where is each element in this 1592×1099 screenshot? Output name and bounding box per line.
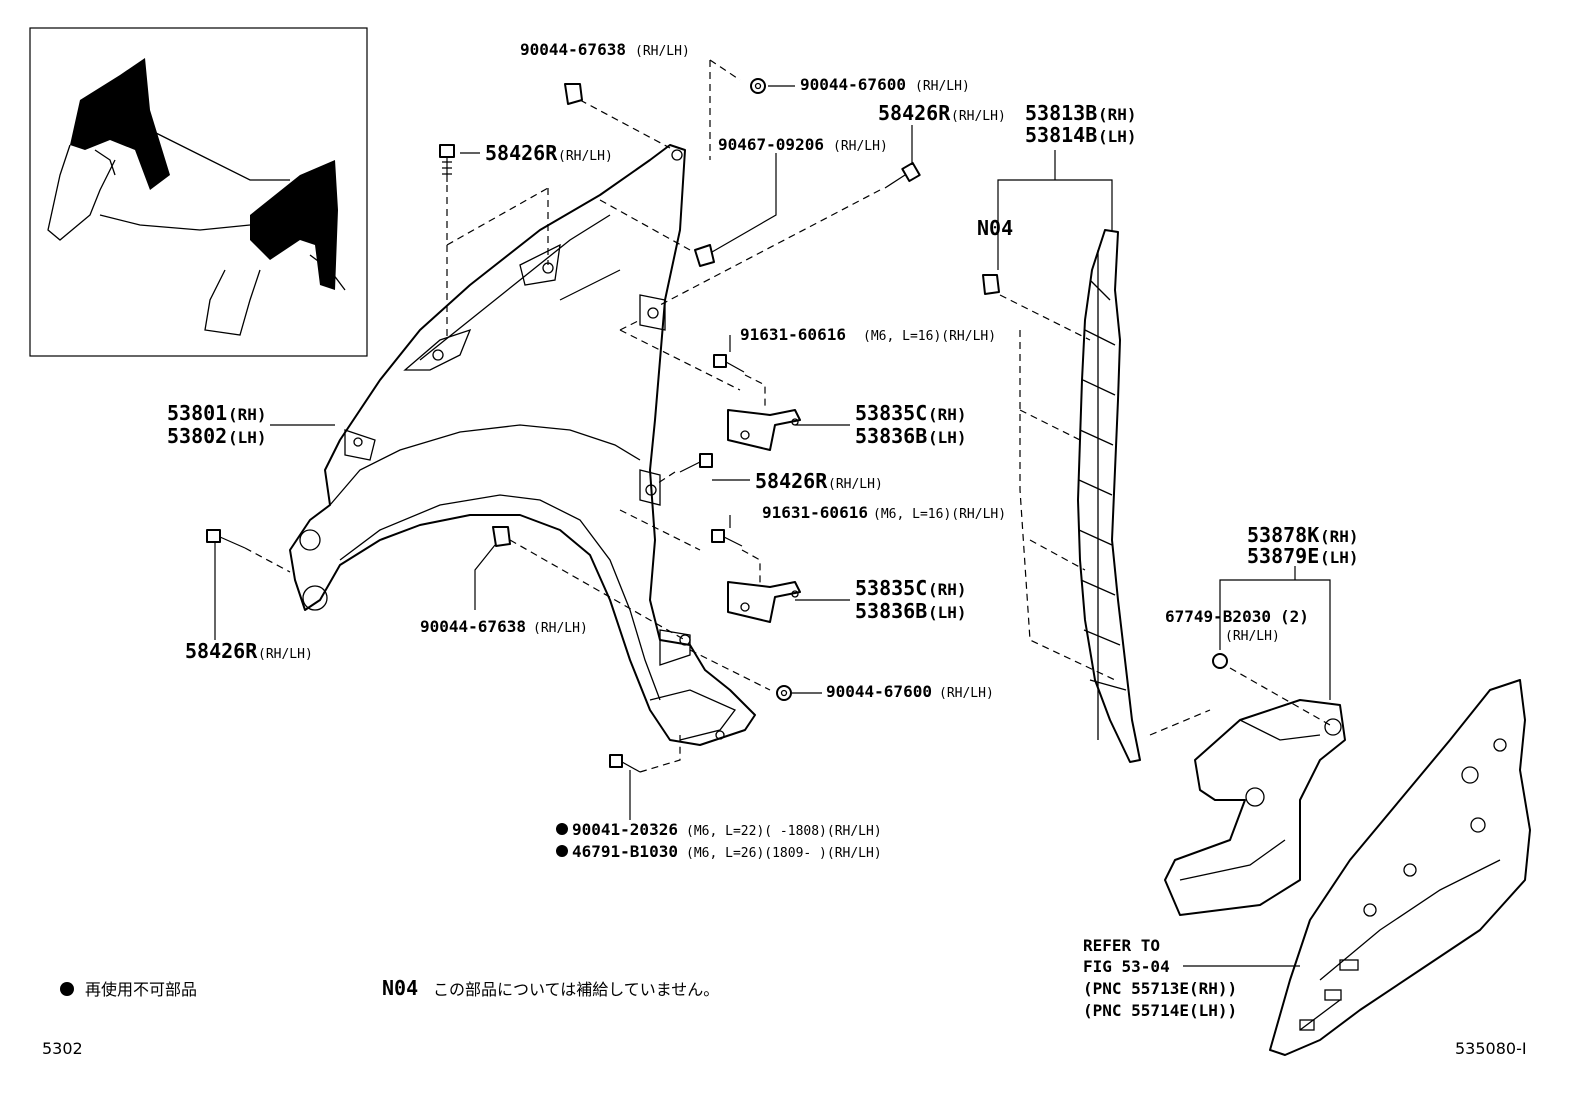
fender-seal-part — [1077, 229, 1141, 763]
label-bolt-bracket-1-note: (M6, L=16)(RH/LH) — [863, 329, 996, 344]
clip-liner-icon — [1212, 653, 1228, 669]
label-bolt-center-note: (RH/LH) — [828, 477, 883, 492]
label-seal-rh-note: (RH) — [1098, 105, 1137, 124]
bolt-bracket-2-icon — [711, 529, 743, 547]
label-bolt-bracket-1-pn: 91631-60616 — [740, 325, 846, 344]
label-clip-liner-pn: 67749-B2030 — [1165, 607, 1271, 626]
label-bolt-bottom-1-pn: 90041-20326 — [572, 820, 678, 839]
assembly-lines — [244, 59, 1331, 773]
label-seal-rh-pn: 53813B — [1025, 101, 1097, 125]
locator-inset — [29, 27, 368, 357]
label-clip-mid-note: (RH/LH) — [833, 139, 888, 154]
clip-top-icon — [564, 83, 583, 105]
label-bolt-bottom-2-note: (M6, L=26)(1809- )(RH/LH) — [686, 846, 882, 861]
label-seal-lh-pn: 53814B — [1025, 123, 1097, 147]
clip-n04-icon — [982, 274, 1000, 295]
label-refer-line2: FIG 53-04 — [1083, 957, 1170, 976]
footer-left-code: 5302 — [42, 1039, 83, 1058]
label-bolt-left-top-pn: 58426R — [485, 141, 558, 165]
label-nut-bottom-pn: 90044-67600 — [826, 682, 932, 701]
apron-panel-reference — [1269, 679, 1531, 1056]
label-bolt-left-bottom-note: (RH/LH) — [258, 647, 313, 662]
label-bolt-bottom-1-note: (M6, L=22)( -1808)(RH/LH) — [686, 824, 882, 839]
footer: 5302 535080-I — [42, 1039, 1527, 1058]
bracket-upper-part — [727, 409, 801, 451]
label-clip-liner-note: (RH/LH) — [1225, 629, 1280, 644]
bolt-left-bottom-icon — [206, 529, 246, 549]
label-bracket1-rh-note: (RH) — [928, 405, 967, 424]
label-bracket1-rh-pn: 53835C — [855, 401, 927, 425]
label-fender-rh-note: (RH) — [228, 405, 267, 424]
label-bracket2-rh-note: (RH) — [928, 580, 967, 599]
label-liner-lh-pn: 53879E — [1247, 544, 1319, 568]
label-bolt-bracket-2-note: (M6, L=16)(RH/LH) — [873, 507, 1006, 522]
label-bolt-bracket-2-pn: 91631-60616 — [762, 503, 868, 522]
label-bracket2-lh-note: (LH) — [928, 603, 967, 622]
bolt-bottom-icon — [609, 754, 641, 773]
label-bolt-right-top-note: (RH/LH) — [951, 109, 1006, 124]
bracket-lower-part — [727, 581, 801, 623]
label-nut-top-pn: 90044-67600 — [800, 75, 906, 94]
front-fender-part — [289, 144, 756, 746]
nut-bottom-icon — [776, 685, 792, 701]
label-bolt-bottom-2-pn: 46791-B1030 — [572, 842, 678, 861]
legend: 再使用不可部品 N04 この部品については補給していません。 — [60, 976, 719, 1000]
fender-liner-part — [1164, 699, 1346, 916]
label-bolt-left-bottom-pn: 58426R — [185, 639, 258, 663]
label-bolt-left-top-note: (RH/LH) — [558, 149, 613, 164]
legend-bullet-text: 再使用不可部品 — [85, 980, 197, 999]
clip-bottom-icon — [492, 526, 511, 547]
label-bolt-right-top-pn: 58426R — [878, 101, 951, 125]
nut-top-icon — [750, 78, 766, 94]
label-seal-lh-note: (LH) — [1098, 127, 1137, 146]
label-refer-line1: REFER TO — [1083, 936, 1160, 955]
label-bracket2-rh-pn: 53835C — [855, 576, 927, 600]
label-liner-lh-note: (LH) — [1320, 548, 1359, 567]
label-bracket1-lh-note: (LH) — [928, 428, 967, 447]
label-nut-bottom-note: (RH/LH) — [939, 686, 994, 701]
legend-n04-text: この部品については補給していません。 — [433, 980, 719, 999]
label-bracket2-lh-pn: 53836B — [855, 599, 927, 623]
label-fender-rh-pn: 53801 — [167, 401, 227, 425]
label-clip-top-note: (RH/LH) — [635, 44, 690, 59]
label-clip-liner-qty: (2) — [1280, 607, 1309, 626]
part-labels: 90044-67638 (RH/LH) 90044-67600 (RH/LH) … — [167, 40, 1359, 1020]
label-clip-bottom-note: (RH/LH) — [533, 621, 588, 636]
label-liner-rh-pn: 53878K — [1247, 523, 1319, 547]
label-clip-top-pn: 90044-67638 — [520, 40, 626, 59]
label-refer-line4: (PNC 55714E(LH)) — [1083, 1001, 1237, 1020]
reuse-bullet-icon — [556, 823, 568, 835]
bolt-center-icon — [679, 453, 713, 473]
leader-lines — [214, 85, 1331, 967]
footer-right-code: 535080-I — [1455, 1039, 1527, 1058]
label-refer-line3: (PNC 55713E(RH)) — [1083, 979, 1237, 998]
label-clip-bottom-pn: 90044-67638 — [420, 617, 526, 636]
bolt-top-left-icon — [439, 144, 455, 182]
label-clip-mid-pn: 90467-09206 — [718, 135, 824, 154]
legend-bullet-icon — [60, 982, 74, 996]
bolt-bracket-1-icon — [713, 354, 745, 373]
label-fender-lh-pn: 53802 — [167, 424, 227, 448]
label-fender-lh-note: (LH) — [228, 428, 267, 447]
label-nut-top-note: (RH/LH) — [915, 79, 970, 94]
label-bracket1-lh-pn: 53836B — [855, 424, 927, 448]
legend-n04-code: N04 — [382, 976, 418, 1000]
label-liner-rh-note: (RH) — [1320, 527, 1359, 546]
reuse-bullet-icon — [556, 845, 568, 857]
clip-mid-icon — [694, 244, 715, 267]
label-bolt-center-pn: 58426R — [755, 469, 828, 493]
label-n04: N04 — [977, 216, 1013, 240]
bolt-top-right-icon — [884, 161, 921, 189]
